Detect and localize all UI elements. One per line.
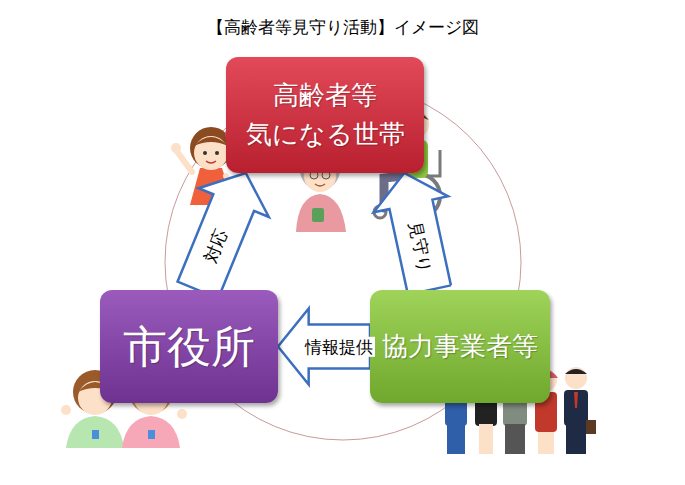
block-arrow xyxy=(374,173,451,295)
workers-figure xyxy=(538,432,554,454)
workers-figure xyxy=(479,424,493,454)
workers-figure xyxy=(505,424,525,454)
grandma-figure xyxy=(312,208,324,222)
staff-figure xyxy=(61,405,71,415)
girl-figure xyxy=(194,137,228,146)
workers-figure xyxy=(586,420,596,434)
staff-figure xyxy=(66,416,124,448)
staff-figure xyxy=(148,430,155,439)
workers-figure xyxy=(564,367,596,454)
household-box: 高齢者等 気になる世帯 xyxy=(226,57,424,173)
grandma-figure xyxy=(296,194,346,232)
girl-figure xyxy=(206,161,216,163)
girl-figure xyxy=(194,136,228,170)
partner-box: 協力事業者等 xyxy=(370,290,550,403)
workers-figure xyxy=(564,390,588,426)
workers-figure xyxy=(574,392,578,408)
diagram-title: 【高齢者等見守り活動】イメージ図 xyxy=(0,16,685,39)
node-label: 高齢者等 気になる世帯 xyxy=(226,76,424,154)
arrow-label: 情報提供 xyxy=(303,336,375,356)
girl-figure xyxy=(215,151,219,155)
workers-figure xyxy=(447,424,465,454)
girl-figure xyxy=(171,143,181,153)
workers-figure xyxy=(565,367,587,389)
workers-figure xyxy=(566,424,586,454)
block-arrow xyxy=(178,173,269,298)
node-label: 市役所 xyxy=(123,314,255,380)
staff-figure xyxy=(122,416,180,448)
girl-figure xyxy=(176,150,192,172)
staff-figure xyxy=(92,430,99,439)
staff-figure xyxy=(177,409,187,419)
workers-figure xyxy=(565,369,587,374)
node-label: 協力事業者等 xyxy=(382,327,538,366)
grandma-figure xyxy=(315,184,325,186)
city-office-box: 市役所 xyxy=(100,290,278,403)
girl-figure xyxy=(203,151,207,155)
